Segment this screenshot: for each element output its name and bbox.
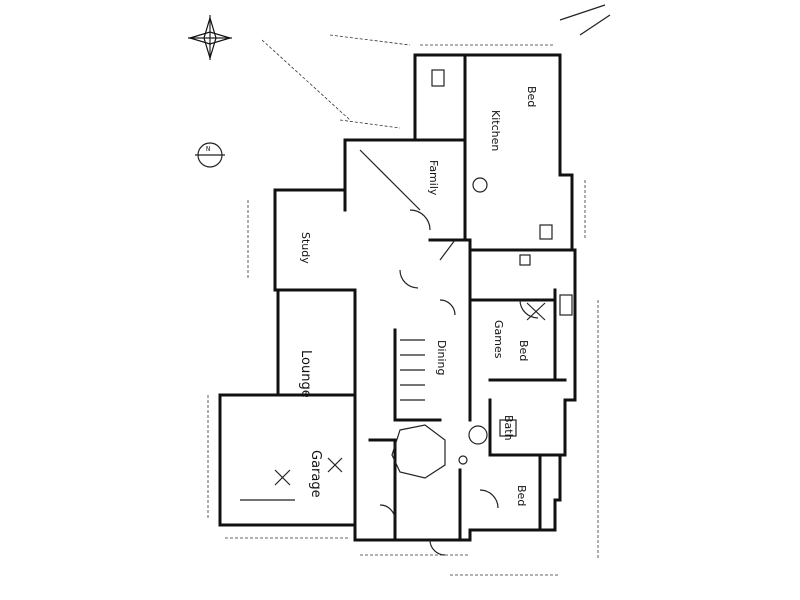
- room-label-bed: Bed: [525, 86, 538, 107]
- room-label-kitchen: Kitchen: [489, 110, 502, 151]
- room-label-family: Family: [427, 160, 440, 196]
- dimension-lines: [207, 44, 599, 576]
- room-label-garage: Garage: [308, 450, 323, 498]
- room-label-bed-3: Bed: [515, 485, 528, 506]
- room-label-dining: Dining: [435, 340, 448, 376]
- room-label-games: Games: [492, 320, 505, 359]
- room-label-bath: Bath: [502, 415, 515, 441]
- room-label-study: Study: [299, 232, 312, 264]
- fixtures: [240, 69, 573, 556]
- room-label-bed-2: Bed: [517, 340, 530, 361]
- site-boundary-lines: [261, 4, 611, 121]
- interior-walls: [218, 53, 574, 542]
- north-label: N: [206, 145, 210, 153]
- compass-icon: [187, 15, 233, 61]
- north-arrow-icon: N: [195, 142, 225, 168]
- room-label-lounge: Lounge: [298, 350, 313, 398]
